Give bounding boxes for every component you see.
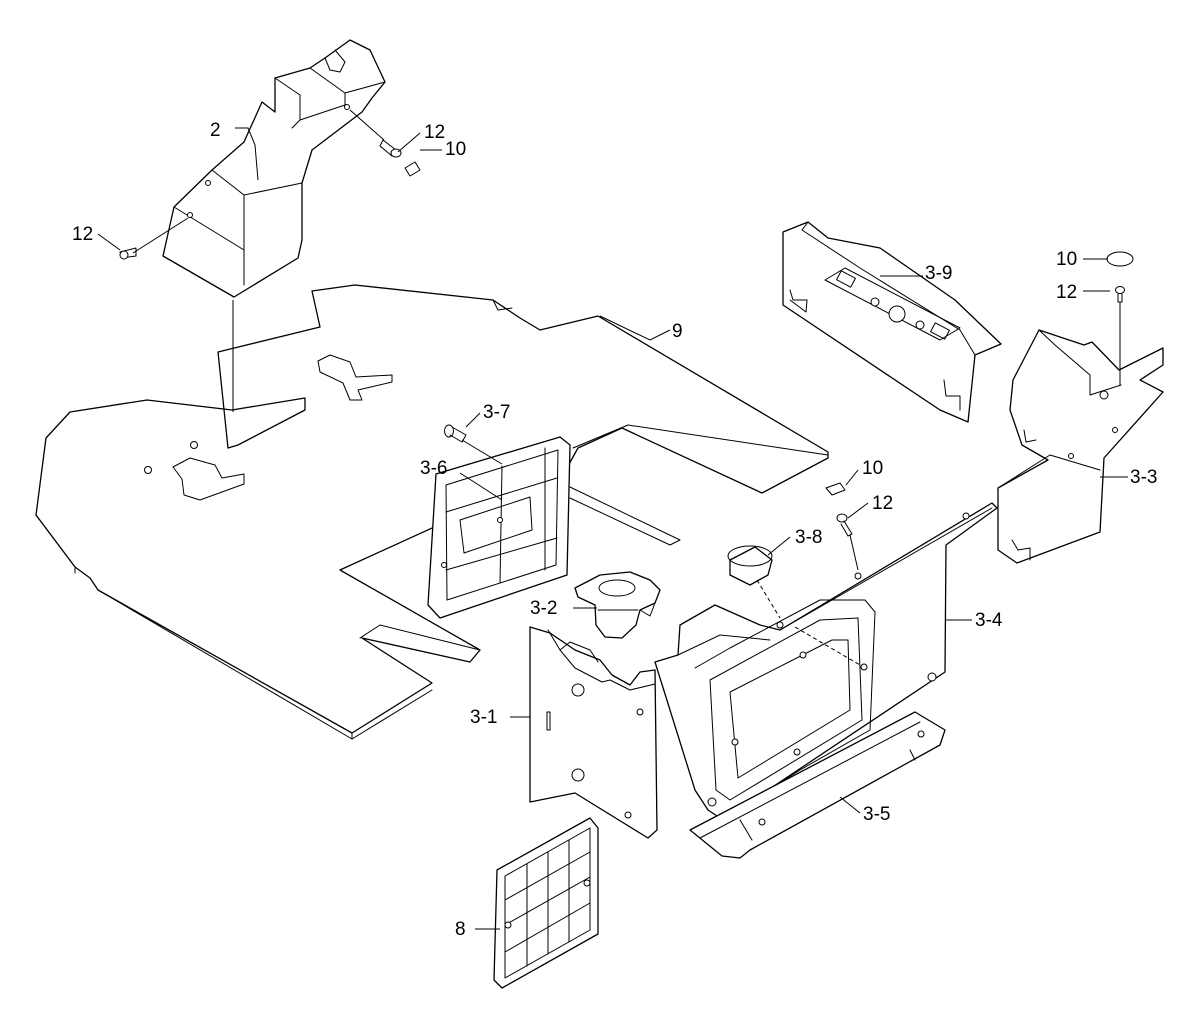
fastener-clip-10-upper — [404, 161, 421, 177]
callout-label-8: 8 — [455, 919, 466, 940]
callout-label-3-4: 3-4 — [975, 610, 1003, 631]
part-3-9-rear-panel — [782, 221, 1002, 423]
callout-label-9: 9 — [672, 321, 683, 342]
part-3-6-access-lid — [427, 436, 571, 619]
callout-label-2: 2 — [210, 120, 221, 141]
fastener-screw-12-upper — [349, 109, 402, 158]
fastener-screw-12-right — [1115, 286, 1125, 385]
part-3-2-cup-holder — [574, 571, 661, 639]
callout-label-10: 10 — [1056, 249, 1077, 270]
part-3-8-plug — [727, 545, 773, 586]
part-2-pillar-cover — [162, 39, 386, 412]
callout-leaders — [97, 127, 1128, 930]
callout-label-10: 10 — [445, 139, 466, 160]
part-3-4-console-frame — [654, 502, 998, 821]
callout-label-3-7: 3-7 — [483, 402, 510, 423]
callout-label-10: 10 — [862, 458, 883, 479]
fastener-screw-12-center — [836, 513, 859, 571]
callout-label-3-2: 3-2 — [530, 598, 557, 619]
callout-label-3-3: 3-3 — [1130, 467, 1157, 488]
callout-label-3-9: 3-9 — [925, 263, 952, 284]
fastener-clip-10-right — [1106, 251, 1134, 267]
callout-label-3-6: 3-6 — [420, 458, 447, 479]
part-8-grid-cover — [493, 817, 599, 989]
part-9-floor-mat — [35, 284, 829, 740]
fastener-screw-3-7 — [444, 424, 503, 465]
part-3-1-bracket — [529, 626, 658, 839]
callout-label-12: 12 — [872, 493, 893, 514]
part-3-5-rail — [689, 711, 946, 859]
part-3-3-side-cover — [997, 329, 1164, 564]
callout-labels: 2 12 10 12 9 3-9 10 12 3-7 3-6 10 12 3-3… — [72, 120, 1157, 940]
callout-label-12: 12 — [72, 224, 93, 245]
callout-label-3-8: 3-8 — [795, 527, 822, 548]
callout-label-3-5: 3-5 — [863, 804, 890, 825]
callout-label-12: 12 — [424, 122, 445, 143]
callout-label-12: 12 — [1056, 282, 1077, 303]
fastener-clip-10-center — [825, 482, 846, 496]
fastener-screw-12-left — [119, 217, 189, 260]
callout-label-3-1: 3-1 — [470, 707, 497, 728]
